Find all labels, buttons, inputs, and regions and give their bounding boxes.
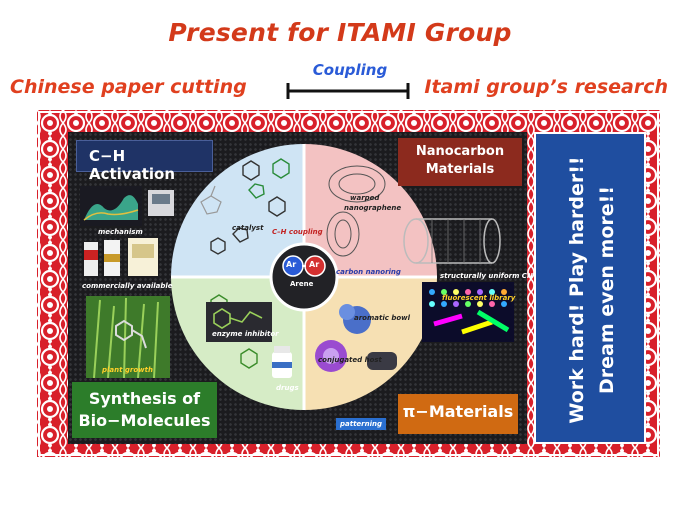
drugs-caption: drugs: [276, 384, 299, 392]
patterning-caption: patterning: [336, 418, 387, 430]
motto-line1: Work hard! Play harder!!: [566, 156, 588, 424]
carbon-nanotube-image: [403, 218, 501, 264]
nanocarbon-line1: Nanocarbon: [415, 144, 505, 159]
plant-growth-image: [86, 296, 170, 378]
fluorescent-library-image: [422, 282, 514, 342]
ch-coupling-caption: C–H coupling: [272, 228, 323, 236]
warped-caption-line1: warped: [350, 194, 380, 202]
ar-left-label: Ar: [286, 260, 297, 269]
conjugated-host-caption: conjugated host: [318, 356, 382, 364]
bio-molecules-title: Synthesis of Bio−Molecules: [72, 382, 217, 438]
commercial-reagents-image: [84, 238, 158, 276]
instrument-image: [148, 190, 174, 216]
fluorescent-library-caption: fluorescent library: [442, 294, 516, 302]
bio-line2: Bio−Molecules: [78, 411, 211, 430]
mechanism-plot-image: [80, 186, 142, 226]
left-subtitle: Chinese paper cutting: [10, 76, 247, 98]
nanocarbon-line2: Materials: [425, 162, 495, 177]
right-subtitle: Itami group’s research: [424, 76, 668, 98]
research-panel: Ar Ar Arene C−H Activation Nanocarbon Ma…: [68, 132, 538, 444]
ch-activation-title: C−H Activation: [76, 140, 213, 183]
plant-growth-caption: plant growth: [102, 366, 153, 374]
uniform-cnt-caption: structurally uniform CNT: [440, 272, 538, 280]
mechanism-caption: mechanism: [98, 228, 143, 236]
motto-text: Work hard! Play harder!! Dream even more…: [562, 140, 622, 440]
coupling-label: Coupling: [312, 61, 388, 79]
catalyst-caption: catalyst: [232, 224, 264, 232]
enzyme-inhibitor-image: [206, 302, 272, 342]
enzyme-inhibitor-caption: enzyme inhibitor: [212, 330, 279, 338]
ar-ar-biaryl-icon: [282, 255, 326, 277]
bio-line1: Synthesis of: [88, 389, 201, 408]
drug-bottle-image: [272, 346, 292, 378]
paper-cutting-frame: Ar Ar Arene C−H Activation Nanocarbon Ma…: [37, 110, 660, 457]
nanocarbon-materials-title: Nanocarbon Materials: [398, 138, 522, 186]
ar-right-label: Ar: [309, 260, 320, 269]
carbon-nanoring-caption: carbon nanoring: [336, 268, 401, 276]
warped-caption-line2: nanographene: [344, 204, 402, 212]
motto-line2: Dream even more!!: [596, 186, 618, 394]
arene-label: Arene: [290, 280, 314, 288]
coupling-double-arrow-icon: [286, 83, 410, 99]
page-title: Present for ITAMI Group: [168, 18, 512, 47]
pi-materials-title: π−Materials: [398, 394, 518, 434]
aromatic-bowl-caption: aromatic bowl: [354, 314, 411, 322]
commercially-available-caption: commercially available: [82, 282, 173, 290]
motto-sidebar: Work hard! Play harder!! Dream even more…: [534, 132, 646, 444]
